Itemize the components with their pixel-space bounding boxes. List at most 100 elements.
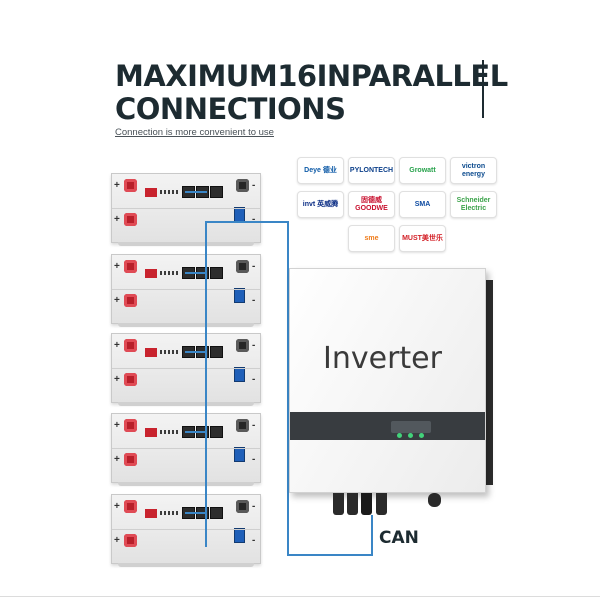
dip-switch-icon	[145, 269, 157, 278]
positive-terminal-icon	[124, 213, 137, 226]
brand-logo: PYLONTECH	[348, 157, 395, 184]
negative-sign: -	[252, 454, 256, 465]
positive-terminal-icon	[124, 294, 137, 307]
brand-logo: MUST美世乐	[399, 225, 446, 252]
rj45-port-icon	[210, 267, 223, 279]
negative-sign: -	[252, 180, 256, 191]
brand-logo: 固德威 GOODWE	[348, 191, 395, 218]
positive-terminal-icon	[124, 179, 137, 192]
positive-sign: +	[114, 374, 120, 385]
negative-terminal-icon	[236, 179, 249, 192]
subtitle: Connection is more convenient to use	[115, 127, 274, 138]
parallel-wire-stub	[185, 512, 207, 514]
positive-sign: +	[114, 454, 120, 465]
brand-logo: sme	[348, 225, 395, 252]
positive-terminal-icon	[124, 260, 137, 273]
status-led-icon	[408, 433, 413, 438]
negative-sign: -	[252, 501, 256, 512]
can-label: CAN	[379, 528, 419, 548]
page-title: MAXIMUM16INPARALLEL CONNECTIONS	[115, 60, 508, 126]
wire-can-riser	[371, 515, 373, 556]
negative-sign: -	[252, 340, 256, 351]
dip-switch-icon	[145, 188, 157, 197]
positive-sign: +	[114, 535, 120, 546]
circuit-breaker-icon	[234, 447, 245, 462]
circuit-breaker-icon	[234, 288, 245, 303]
led-indicator-icon	[160, 190, 178, 194]
dip-switch-icon	[145, 428, 157, 437]
parallel-wire-stub	[185, 351, 207, 353]
parallel-wire-vertical	[205, 221, 207, 547]
negative-terminal-icon	[236, 260, 249, 273]
led-indicator-icon	[160, 271, 178, 275]
inverter-connector	[347, 493, 358, 515]
negative-terminal-icon	[236, 419, 249, 432]
battery-module: + + - -	[111, 254, 261, 327]
positive-sign: +	[114, 180, 120, 191]
brand-logo: Deye 德业	[297, 157, 344, 184]
inverter-display-bar	[290, 412, 485, 440]
title-divider	[482, 60, 484, 118]
inverter-status-panel	[391, 421, 431, 438]
positive-sign: +	[114, 261, 120, 272]
wire-to-can-bottom	[287, 554, 373, 556]
positive-sign: +	[114, 501, 120, 512]
circuit-breaker-icon	[234, 207, 245, 222]
brand-logo: victron energy	[450, 157, 497, 184]
inverter: Inverter	[289, 268, 486, 493]
parallel-wire-stub	[185, 191, 207, 193]
positive-terminal-icon	[124, 339, 137, 352]
led-indicator-icon	[160, 350, 178, 354]
status-led-icon	[419, 433, 424, 438]
inverter-connector	[376, 493, 387, 515]
negative-sign: -	[252, 261, 256, 272]
rj45-port-icon	[210, 507, 223, 519]
positive-sign: +	[114, 214, 120, 225]
led-indicator-icon	[160, 511, 178, 515]
negative-sign: -	[252, 374, 256, 385]
wire-to-inverter-top	[205, 221, 287, 223]
battery-module: + + - -	[111, 173, 261, 246]
parallel-wire-stub	[185, 272, 207, 274]
circuit-breaker-icon	[234, 528, 245, 543]
dip-switch-icon	[145, 509, 157, 518]
wire-to-can-vertical	[287, 221, 289, 555]
brand-logo: Growatt	[399, 157, 446, 184]
negative-terminal-icon	[236, 500, 249, 513]
brand-logo: SMA	[399, 191, 446, 218]
negative-sign: -	[252, 535, 256, 546]
positive-terminal-icon	[124, 373, 137, 386]
negative-sign: -	[252, 214, 256, 225]
inverter-gland	[428, 493, 441, 507]
positive-sign: +	[114, 295, 120, 306]
positive-sign: +	[114, 420, 120, 431]
rj45-port-icon	[210, 426, 223, 438]
positive-sign: +	[114, 340, 120, 351]
inverter-connector	[361, 493, 372, 515]
parallel-wire-stub	[185, 431, 207, 433]
positive-terminal-icon	[124, 500, 137, 513]
positive-terminal-icon	[124, 419, 137, 432]
status-led-icon	[397, 433, 402, 438]
battery-module: + + - -	[111, 494, 261, 567]
bottom-divider	[0, 596, 600, 597]
rj45-port-icon	[210, 186, 223, 198]
battery-module: + + - -	[111, 413, 261, 486]
title-line-2: CONNECTIONS	[115, 92, 346, 126]
rj45-port-icon	[210, 346, 223, 358]
positive-terminal-icon	[124, 534, 137, 547]
led-indicator-icon	[160, 430, 178, 434]
brand-logo: Schneider Electric	[450, 191, 497, 218]
battery-module: + + - -	[111, 333, 261, 406]
negative-sign: -	[252, 295, 256, 306]
negative-sign: -	[252, 420, 256, 431]
inverter-label: Inverter	[323, 341, 442, 376]
positive-terminal-icon	[124, 453, 137, 466]
inverter-connector	[333, 493, 344, 515]
negative-terminal-icon	[236, 339, 249, 352]
circuit-breaker-icon	[234, 367, 245, 382]
inverter-side-panel	[485, 280, 493, 485]
title-line-1: MAXIMUM16INPARALLEL	[115, 59, 508, 93]
dip-switch-icon	[145, 348, 157, 357]
